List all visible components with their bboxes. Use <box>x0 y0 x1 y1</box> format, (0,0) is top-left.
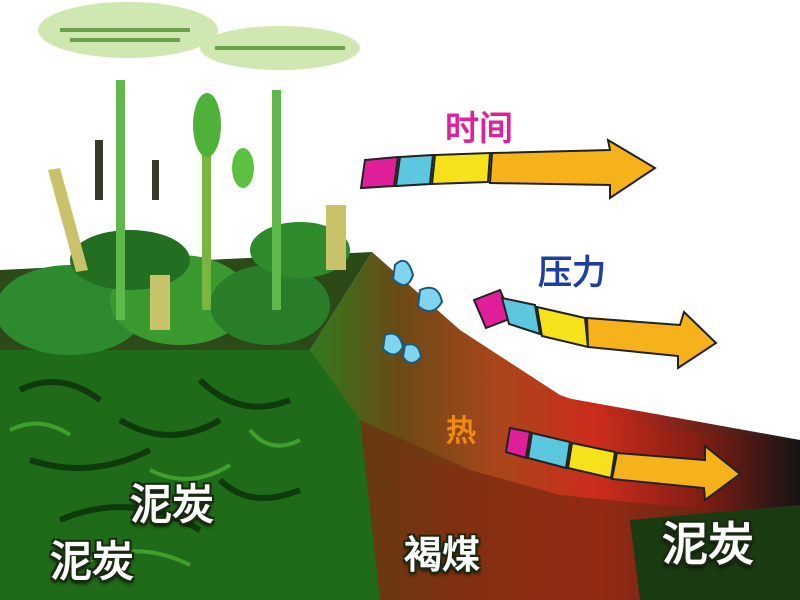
arrow-body <box>585 310 718 370</box>
water-drop <box>391 259 415 286</box>
dead-trunk <box>95 140 103 200</box>
heat-arrow <box>504 426 742 502</box>
prehistoric-vegetation <box>0 2 360 355</box>
pressure-arrow <box>472 288 718 370</box>
coal-label: 泥炭 <box>662 517 754 571</box>
peat-label-upper: 泥炭 <box>130 480 215 529</box>
horsetail-cone <box>193 93 221 157</box>
horsetail-cone <box>232 148 254 188</box>
tree-trunk <box>272 90 281 310</box>
dead-trunk <box>152 160 159 200</box>
ground-front-face <box>0 350 380 600</box>
water-drop <box>381 332 405 356</box>
fern-bush <box>210 265 330 345</box>
cyan-square <box>394 153 435 188</box>
arrow-body <box>488 137 657 200</box>
broken-stump <box>48 168 88 272</box>
time-arrow <box>359 137 657 200</box>
cyan-square <box>526 431 572 470</box>
peat-label-lower: 泥炭 <box>50 537 135 586</box>
tree-trunk <box>116 80 125 320</box>
root-texture-light <box>9 421 301 567</box>
water-drop <box>416 286 444 313</box>
lignite-label: 褐煤 <box>404 533 481 577</box>
water-splash <box>381 259 444 364</box>
water-drop <box>401 343 423 364</box>
yellow-square <box>535 305 590 349</box>
arrow-body <box>610 443 742 502</box>
broken-stump <box>150 275 170 330</box>
time-label: 时间 <box>445 109 513 149</box>
magenta-square <box>504 426 532 460</box>
pressure-label: 压力 <box>538 253 606 293</box>
broken-stump <box>326 205 346 270</box>
rock-strata <box>300 252 800 600</box>
root-texture <box>18 377 302 533</box>
magenta-square <box>359 155 400 190</box>
cyan-square <box>500 296 542 336</box>
heat-label: 热 <box>446 414 476 449</box>
fern-bush <box>70 230 190 290</box>
coal-block <box>630 505 800 600</box>
yellow-square <box>566 441 617 480</box>
yellow-square <box>430 151 492 186</box>
tree-trunk <box>202 120 211 310</box>
tree-canopy-stripes <box>60 28 345 50</box>
